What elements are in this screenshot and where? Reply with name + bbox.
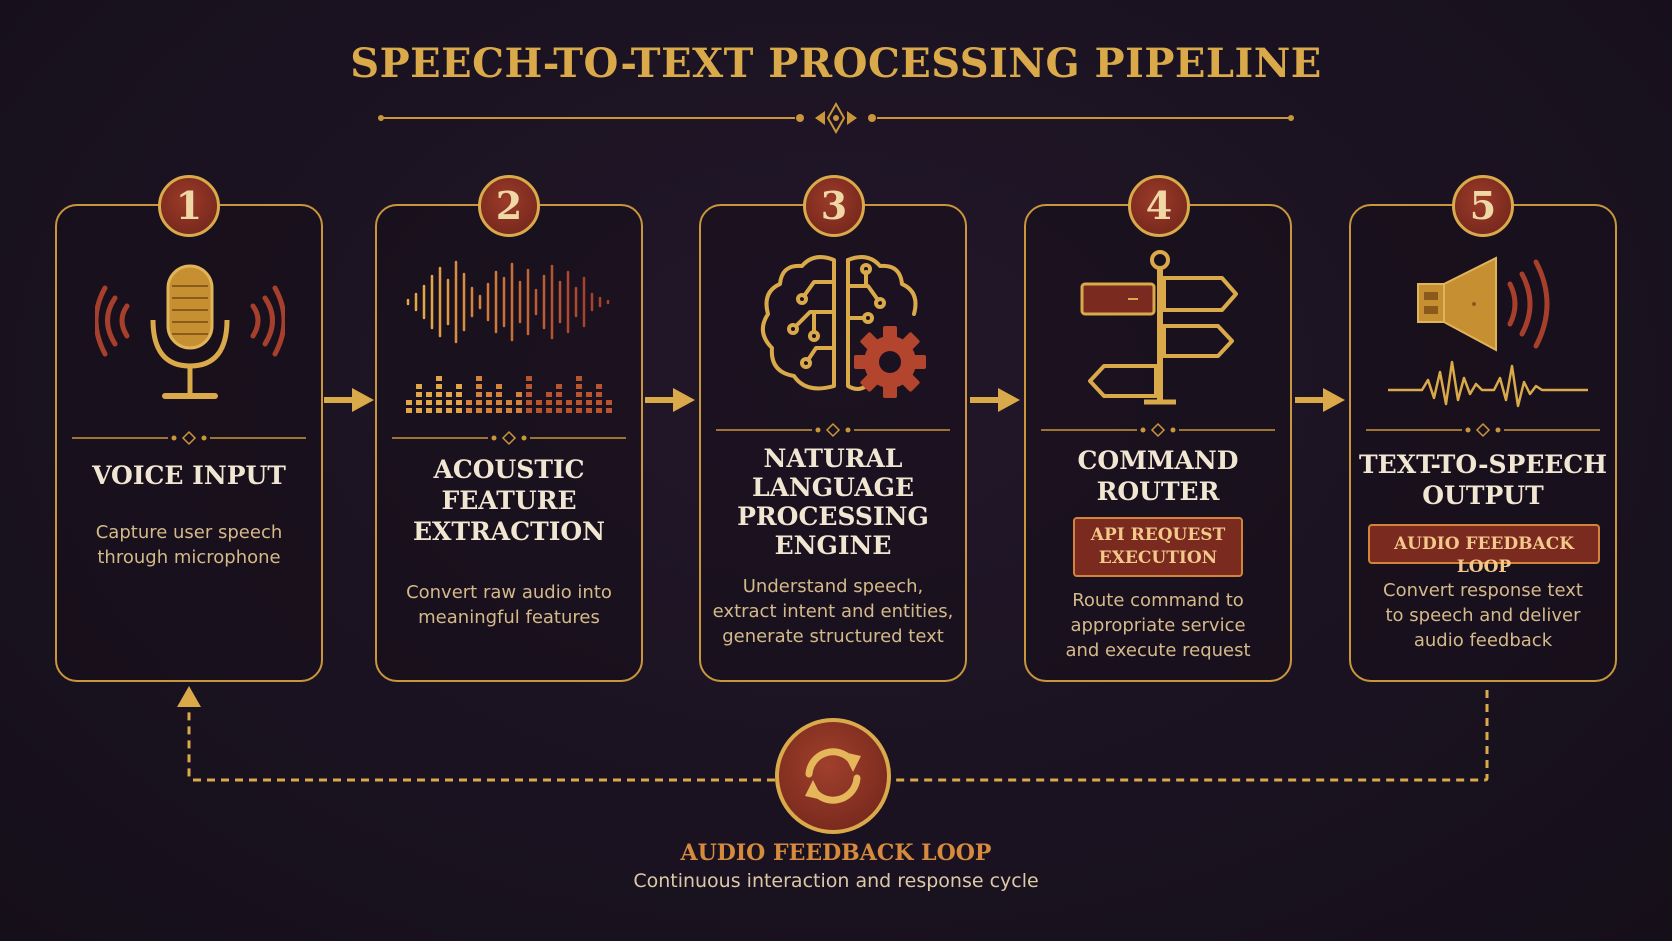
feedback-loop-title: AUDIO FEEDBACK LOOP — [680, 840, 992, 866]
step-description-line: Route command to — [1072, 590, 1244, 611]
step-title-line: ENGINE — [774, 531, 892, 560]
microphone-icon — [95, 264, 285, 399]
refresh-cycle-icon — [805, 748, 861, 804]
flow-arrow-1-2 — [324, 388, 374, 412]
card-divider — [1366, 422, 1600, 438]
step-description: Understand speech, extract intent and en… — [699, 574, 967, 649]
api-request-execution-badge: API REQUEST EXECUTION — [1073, 517, 1243, 577]
step-title-line: FEATURE — [441, 486, 577, 515]
step-number-badge: 5 — [1452, 175, 1514, 237]
card-divider — [392, 430, 626, 446]
card-divider — [72, 430, 306, 446]
feedback-loop-emblem — [775, 718, 891, 834]
step-description-line: Convert raw audio into — [406, 582, 612, 603]
step-description-line: Capture user speech — [95, 522, 283, 543]
audio-feedback-loop-badge: AUDIO FEEDBACK LOOP — [1368, 524, 1600, 577]
step-description-line: meaningful features — [418, 607, 600, 628]
step-title-line: EXTRACTION — [412, 517, 606, 546]
step-description-line: extract intent and entities, — [712, 601, 954, 622]
step-title-line: ROUTER — [1096, 477, 1220, 506]
step-title-line: ACOUSTIC — [433, 455, 585, 484]
step-title-line: TEXT-TO-SPEECH — [1359, 450, 1607, 479]
step-title: VOICE INPUT — [55, 460, 323, 491]
step-description-line: through microphone — [97, 547, 281, 568]
step-card-acoustic-feature-extraction — [375, 204, 643, 682]
step-number-badge: 3 — [803, 175, 865, 237]
step-title-line: LANGUAGE — [751, 473, 914, 502]
step-title-line: PROCESSING — [737, 502, 929, 531]
waveform-spectrum-icon — [406, 260, 612, 413]
step-title: TEXT-TO-SPEECH OUTPUT — [1349, 449, 1617, 511]
step-title: ACOUSTIC FEATURE EXTRACTION — [375, 454, 643, 547]
brain-gear-icon — [760, 255, 926, 398]
badge-line: AUDIO FEEDBACK LOOP — [1393, 534, 1575, 577]
step-description-line: Understand speech, — [742, 576, 924, 597]
flow-arrow-2-3 — [645, 388, 695, 412]
step-description: Convert response text to speech and deli… — [1349, 578, 1617, 653]
title-ornament — [378, 101, 1294, 135]
step-number-badge: 1 — [158, 175, 220, 237]
step-number-badge: 4 — [1128, 175, 1190, 237]
flow-arrow-4-5 — [1295, 388, 1345, 412]
step-description-line: and execute request — [1065, 640, 1251, 661]
card-divider — [716, 422, 950, 438]
step-number-badge: 2 — [478, 175, 540, 237]
step-description: Convert raw audio into meaningful featur… — [375, 580, 643, 630]
step-description-line: generate structured text — [722, 626, 944, 647]
badge-line: API REQUEST — [1090, 525, 1226, 545]
step-title: NATURAL LANGUAGE PROCESSING ENGINE — [699, 444, 967, 560]
page-title: SPEECH-TO-TEXT PROCESSING PIPELINE — [350, 40, 1322, 87]
step-title-line: VOICE INPUT — [92, 461, 286, 490]
step-title: COMMAND ROUTER — [1024, 445, 1292, 507]
step-description: Capture user speech through microphone — [55, 520, 323, 570]
badge-line: EXECUTION — [1098, 548, 1218, 568]
speaker-icon — [1388, 256, 1588, 408]
step-description: Route command to appropriate service and… — [1024, 588, 1292, 663]
card-divider — [1041, 422, 1275, 438]
step-description-line: Convert response text — [1383, 580, 1583, 601]
step-title-line: COMMAND — [1077, 446, 1239, 475]
feedback-loop-description: Continuous interaction and response cycl… — [633, 870, 1039, 892]
step-description-line: to speech and deliver — [1385, 605, 1581, 626]
step-description-line: audio feedback — [1413, 630, 1553, 651]
signpost-icon — [1080, 250, 1238, 405]
step-description-line: appropriate service — [1070, 615, 1246, 636]
step-title-line: NATURAL — [763, 444, 903, 473]
flow-arrow-3-4 — [970, 388, 1020, 412]
step-title-line: OUTPUT — [1422, 481, 1544, 510]
